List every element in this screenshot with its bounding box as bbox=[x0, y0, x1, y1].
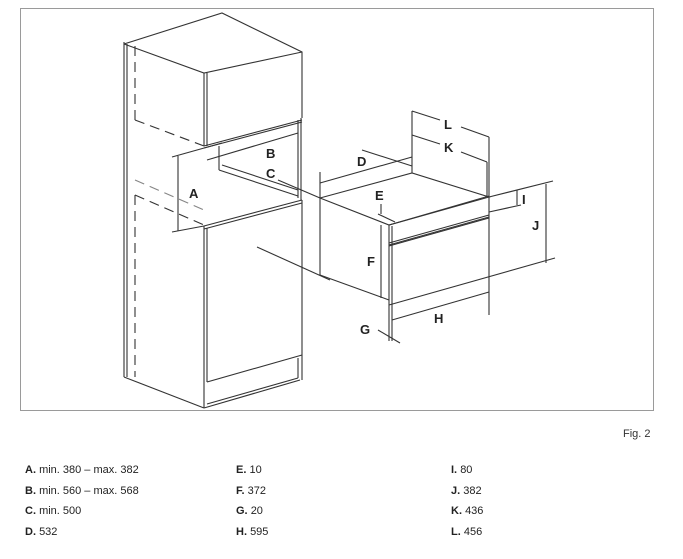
label-h: H bbox=[434, 311, 443, 326]
installation-diagram: B C A D E F G H I J K L bbox=[123, 12, 556, 409]
legend-item-g: G. 20 bbox=[236, 505, 263, 517]
diagram-frame bbox=[20, 8, 654, 411]
legend-item-c: C. min. 500 bbox=[25, 505, 82, 517]
legend-item-h: H. 595 bbox=[236, 525, 269, 538]
label-b: B bbox=[266, 146, 275, 161]
legend-item-l: L. 456 bbox=[451, 525, 483, 538]
legend-column-3: I. 80 J. 382 K. 436 L. 456 bbox=[451, 460, 483, 542]
appliance bbox=[319, 110, 556, 344]
legend-column-1: A. min. 380 – max. 382 B. min. 560 – max… bbox=[25, 460, 139, 542]
label-a: A bbox=[189, 186, 199, 201]
label-g: G bbox=[360, 322, 370, 337]
label-e: E bbox=[375, 188, 384, 203]
label-f: F bbox=[367, 254, 375, 269]
legend-item-d: D. 532 bbox=[25, 525, 58, 538]
legend-item-e: E. 10 bbox=[236, 464, 262, 476]
legend-item-k: K. 436 bbox=[451, 505, 484, 517]
label-l: L bbox=[444, 117, 452, 132]
figure-caption: Fig. 2 bbox=[623, 428, 651, 440]
tall-cabinet bbox=[123, 12, 331, 409]
label-j: J bbox=[532, 218, 539, 233]
label-d: D bbox=[357, 154, 366, 169]
label-k: K bbox=[444, 140, 454, 155]
legend-column-2: E. 10 F. 372 G. 20 H. 595 bbox=[236, 460, 268, 542]
legend-item-i: I. 80 bbox=[451, 464, 473, 476]
legend-item-f: F. 372 bbox=[236, 484, 266, 497]
legend-item-b: B. min. 560 – max. 568 bbox=[25, 484, 139, 497]
label-c: C bbox=[266, 166, 276, 181]
legend-item-a: A. min. 380 – max. 382 bbox=[25, 464, 139, 476]
label-i: I bbox=[522, 192, 526, 207]
legend-item-j: J. 382 bbox=[451, 484, 482, 497]
